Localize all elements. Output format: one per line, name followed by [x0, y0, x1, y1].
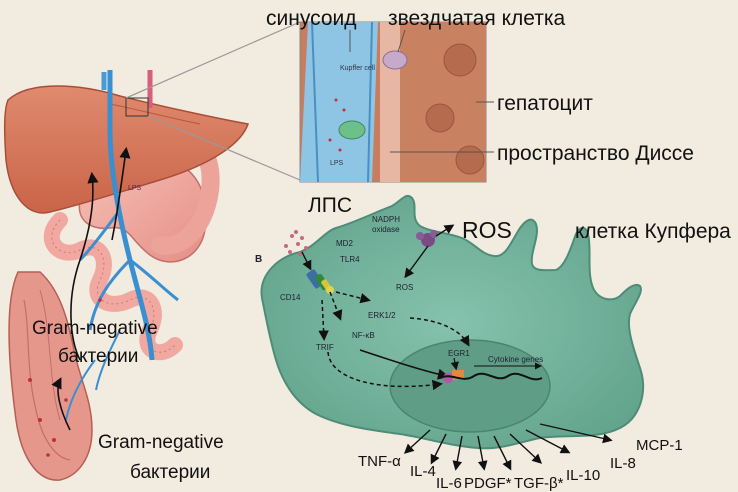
kupffer-cell-label: клетка Купфера — [575, 220, 731, 243]
bacteria-label-1: бактерии — [58, 346, 138, 367]
gram-negative-label-1: Gram-negative — [32, 318, 158, 339]
cd14-label: CD14 — [280, 293, 301, 302]
colon — [9, 272, 92, 480]
ros-small-label: ROS — [396, 283, 413, 292]
tlr4-label: TLR4 — [340, 255, 360, 264]
disse-space-label: пространство Диссе — [497, 142, 694, 165]
cytokine-tnfa: TNF-α — [358, 453, 401, 470]
cytokine-tgfb: TGF-β* — [514, 475, 564, 492]
lps-ru-label: ЛПС — [308, 194, 352, 217]
cytokine-il8: IL-8 — [610, 455, 636, 472]
cytokine-mcp1: MCP-1 — [636, 437, 683, 454]
nadph-label: NADPH — [372, 215, 400, 224]
gram-negative-label-2: Gram-negative — [98, 432, 224, 453]
cytokine-il4: IL-4 — [410, 463, 436, 480]
inset-kupffer-label: Kupffer cell — [340, 65, 375, 72]
sinusoid-inset: Kupffer cell LPS — [300, 22, 486, 182]
hepatocyte-label: гепатоцит — [497, 92, 593, 115]
egr1-label: EGR1 — [448, 349, 470, 358]
cytokine-il6: IL-6 — [436, 475, 462, 492]
anatomy-illustration: LPS — [5, 70, 248, 480]
cytokine-pdgf: PDGF* — [464, 475, 512, 492]
liver-lps-label: LPS — [128, 185, 142, 192]
stellate-cell-label: звездчатая клетка — [388, 7, 566, 30]
md2-label: MD2 — [336, 239, 353, 248]
cytokine-il10: IL-10 — [566, 467, 600, 484]
bacteria-label-2: бактерии — [130, 462, 210, 483]
inset-lps-label: LPS — [330, 160, 344, 167]
nfkb-label: NF-κB — [352, 331, 375, 340]
cytokine-genes-label: Cytokine genes — [488, 355, 543, 364]
ros-label: ROS — [462, 217, 512, 243]
panel-letter: B — [255, 254, 262, 265]
sinusoid-label: синусоид — [266, 7, 357, 30]
erk-label: ERK1/2 — [368, 311, 396, 320]
oxidase-label: oxidase — [372, 225, 400, 234]
trif-label: TRIF — [316, 343, 334, 352]
